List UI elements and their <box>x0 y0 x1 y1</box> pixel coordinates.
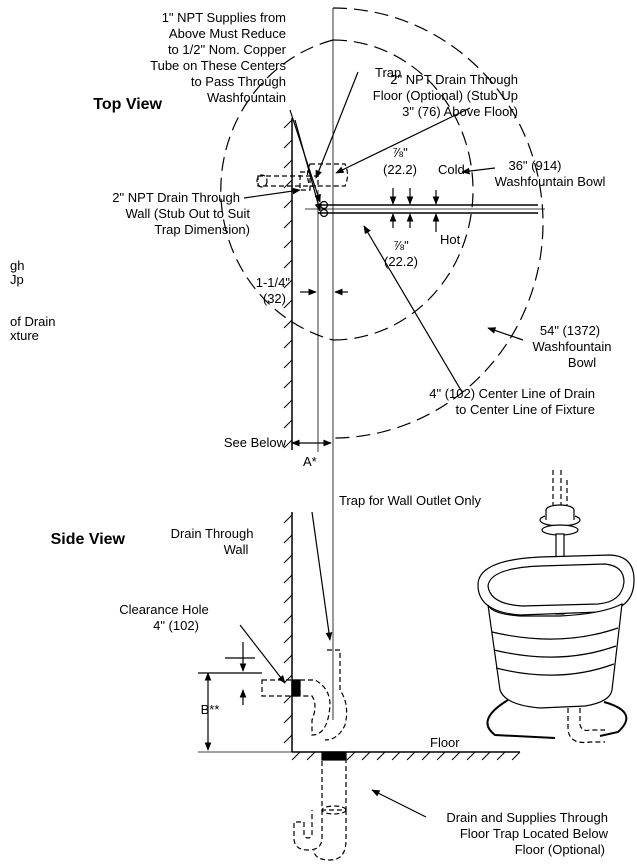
iso-foot-rail <box>486 699 628 739</box>
dim114-metric: (32) <box>263 291 286 306</box>
wall-drain-note-1: 2" NPT Drain Through <box>112 190 240 205</box>
clearance-note-1: Clearance Hole <box>119 602 209 617</box>
trap-wall-leader <box>311 511 333 641</box>
supplies-note-4: Tube on These Centers <box>150 58 286 73</box>
dim114-value: 1-1/4" <box>256 275 291 290</box>
dim78-top-metric: (22.2) <box>383 162 417 177</box>
left-fragment-2: Jp <box>10 272 24 287</box>
floor-drain-note-3: 3" (76) Above Floor) <box>402 104 518 119</box>
cold-label: Cold <box>438 162 465 177</box>
floor-drain-note-c: Floor (Optional) <box>515 842 605 857</box>
see-below-label: See Below <box>224 435 287 450</box>
drain-wall-leader <box>239 624 286 684</box>
bowl36-name: Washfountain Bowl <box>495 174 606 189</box>
side-wall-hatch <box>283 514 293 744</box>
hot-supply-fitting <box>319 208 329 218</box>
floor-drain-note-b: Floor Trap Located Below <box>460 826 609 841</box>
hot-label: Hot <box>440 232 461 247</box>
top-view-drawing <box>220 7 545 470</box>
supplies-note-5: to Pass Through <box>191 74 286 89</box>
iso-supply-pipes <box>552 470 568 505</box>
wall-drain-note-2: Wall (Stub Out to Suit <box>125 206 250 221</box>
floor-trap-left <box>293 810 323 851</box>
drain-wall-note-2: Wall <box>224 542 249 557</box>
bowl-36-outline-left <box>220 39 334 341</box>
dim78-bot-metric: (22.2) <box>384 254 418 269</box>
floor-drain-leader <box>371 789 427 818</box>
trap-wall-note: Trap for Wall Outlet Only <box>339 493 482 508</box>
dim-a-label: A* <box>303 454 317 469</box>
floor-label: Floor <box>430 735 460 750</box>
floor-coupling <box>321 751 347 761</box>
iso-bowl-body <box>487 602 623 709</box>
supplies-note-1: 1" NPT Supplies from <box>162 10 286 25</box>
dim78-top-value: ⅞" <box>392 145 408 160</box>
wall-drain-stub <box>257 175 319 187</box>
side-wall-trap-lower <box>300 679 331 736</box>
trap-body <box>299 171 311 191</box>
supplies-leader-2 <box>294 119 322 212</box>
trap-leader <box>315 71 359 179</box>
iso-bowl-rim <box>477 554 635 616</box>
supplies-note-3: to 1/2" Nom. Copper <box>168 42 287 57</box>
wall-coupling <box>291 679 301 697</box>
clearance-note-2: 4" (102) <box>153 618 199 633</box>
trap-label: Trap <box>375 65 401 80</box>
floor-drain-stub <box>321 757 347 811</box>
top-wall-hatch <box>283 119 293 449</box>
washfountain-isometric <box>477 470 635 744</box>
left-fragment-3: of Drain <box>10 314 56 329</box>
bowl54-size: 54" (1372) <box>540 323 600 338</box>
iso-spray-body-fill <box>545 510 575 522</box>
dim78-bot-value: ⅞" <box>393 238 409 253</box>
bowl54-name: Washfountain <box>532 339 611 354</box>
supplies-note-6: Washfountain <box>207 90 286 105</box>
wall-drain-leader <box>243 187 301 199</box>
side-wall-trap-riser <box>324 649 348 741</box>
top-view-labels: Top View gh Jp of Drain xture 1" NPT Sup… <box>10 10 612 469</box>
drain-wall-note-1: Drain Through <box>171 526 254 541</box>
bowl54-bowl: Bowl <box>568 355 596 370</box>
centerline-note-1: 4" (102) Center Line of Drain <box>429 386 595 401</box>
iso-bowl-inner <box>487 563 625 607</box>
dim-b-label: B** <box>201 702 220 717</box>
top-view-title: Top View <box>93 96 162 113</box>
side-view-title: Side View <box>51 531 126 548</box>
side-view-drawing <box>198 470 521 861</box>
centerline-leader <box>363 225 463 393</box>
floor-drain-note-2: Floor (Optional) (Stub Up <box>373 88 518 103</box>
floor-drain-note-a: Drain and Supplies Through <box>446 810 608 825</box>
floor-trap-right <box>313 810 347 861</box>
drain-end <box>256 174 268 188</box>
bowl36-size: 36" (914) <box>508 158 561 173</box>
supplies-note-2: Above Must Reduce <box>169 26 286 41</box>
bowl54-leader <box>487 327 524 341</box>
bowl36-leader <box>461 167 496 175</box>
trap-outline <box>306 163 349 187</box>
wall-drain-note-3: Trap Dimension) <box>154 222 250 237</box>
bowl-36-outline <box>332 39 474 341</box>
floor-hatch <box>291 751 521 761</box>
side-view-labels: Side View Trap for Wall Outlet Only Drai… <box>51 493 609 857</box>
floor-drain-note-1: 2" NPT Drain Through <box>390 72 518 87</box>
iso-bowl-bands <box>491 627 619 676</box>
centerline-note-2: to Center Line of Fixture <box>456 402 595 417</box>
floor-drain-leader <box>335 107 471 174</box>
left-fragment-4: xture <box>10 328 39 343</box>
left-fragment-1: gh <box>10 258 24 273</box>
iso-drain-trap <box>567 708 605 744</box>
side-wall-stub <box>261 679 301 697</box>
